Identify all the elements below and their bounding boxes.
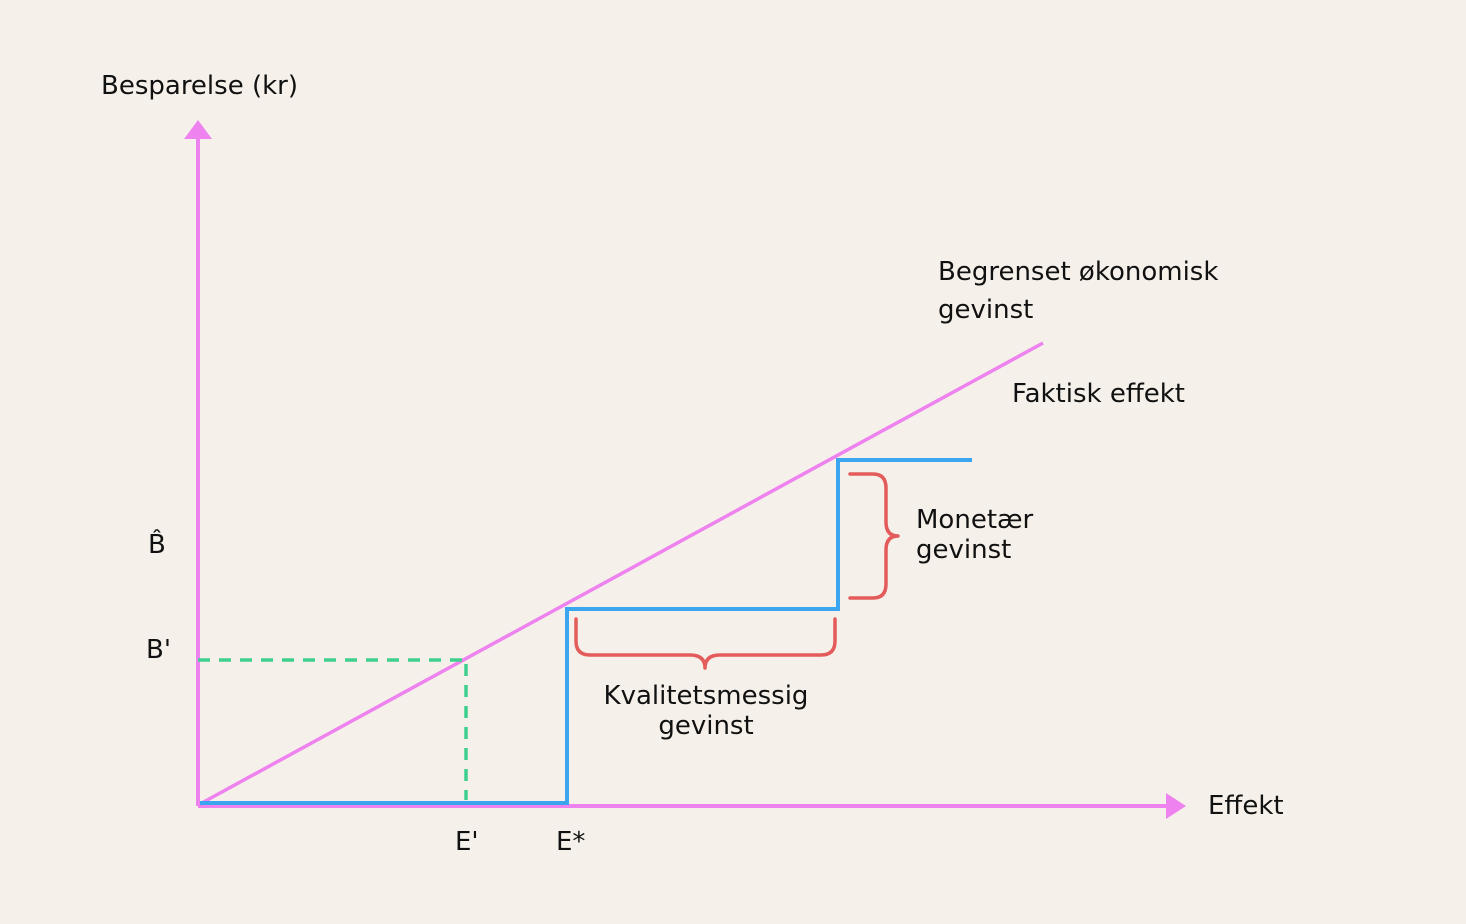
- kvalitet-brace: [574, 617, 837, 670]
- x-tick-estar: E*: [556, 827, 586, 857]
- y-tick-bhat: B̂: [148, 530, 166, 560]
- faktisk-effekt-label: Faktisk effekt: [1012, 379, 1185, 409]
- monetaer-brace: [848, 472, 900, 600]
- y-axis-arrowhead: [184, 120, 212, 139]
- begrenset-label-line1: Begrenset økonomisk: [938, 257, 1219, 287]
- monetaer-label-line1: Monetær: [916, 505, 1034, 535]
- x-axis-label: Effekt: [1208, 791, 1284, 821]
- y-axis-label: Besparelse (kr): [101, 71, 298, 101]
- kvalitet-label-line2: gevinst: [658, 711, 754, 741]
- kvalitet-label-line1: Kvalitetsmessig: [603, 681, 809, 711]
- y-tick-bprime: B': [146, 635, 171, 665]
- step-function-line: [200, 458, 972, 805]
- begrenset-label-line2: gevinst: [938, 295, 1034, 325]
- faktisk-effekt-line: [199, 341, 1044, 806]
- monetaer-label-line2: gevinst: [916, 535, 1012, 565]
- x-axis-arrowhead: [1166, 793, 1186, 819]
- x-tick-eprime: E': [455, 827, 479, 857]
